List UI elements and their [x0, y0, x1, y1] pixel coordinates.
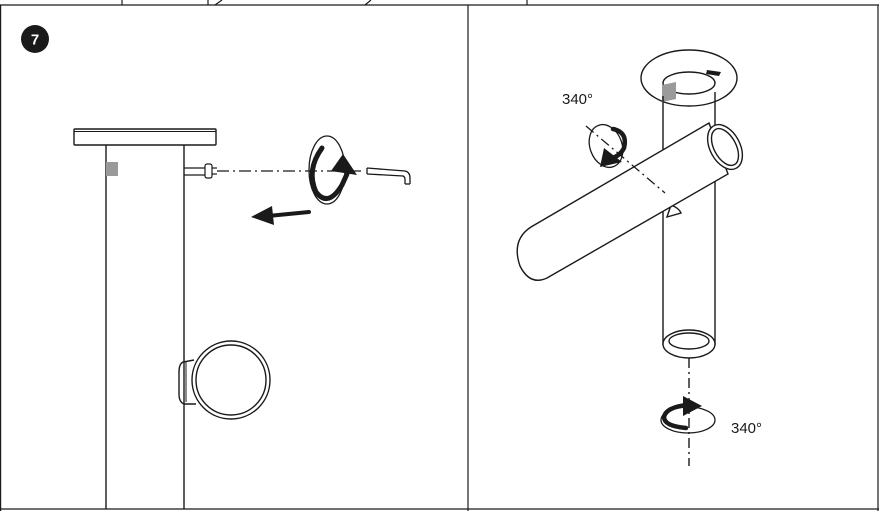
- angle-label-lower: 340°: [731, 420, 762, 437]
- set-screw: [184, 163, 217, 179]
- arm-axis-line: [585, 125, 666, 194]
- lower-rotation-arrow-icon: [661, 396, 702, 431]
- left-direction-arrow-icon: [251, 206, 311, 225]
- step-number: 7: [31, 32, 39, 49]
- rotation-arrow-icon: [309, 145, 357, 202]
- grey-marker: [106, 162, 118, 176]
- right-bracket-assembly: [516, 49, 744, 466]
- upper-rotation-ellipse: [588, 123, 624, 169]
- side-knob: [178, 340, 271, 420]
- step-badge: 7: [21, 25, 49, 53]
- allen-key-icon: [366, 167, 411, 185]
- upper-rotation-arrow-icon: [600, 126, 628, 167]
- ceiling-rosette: [640, 49, 738, 107]
- angle-label-upper: 340°: [562, 91, 593, 108]
- angled-arm: [516, 121, 729, 281]
- ceiling-plate: [73, 128, 217, 146]
- arm-end-opening: [706, 123, 744, 171]
- left-bracket-assembly: [73, 128, 411, 509]
